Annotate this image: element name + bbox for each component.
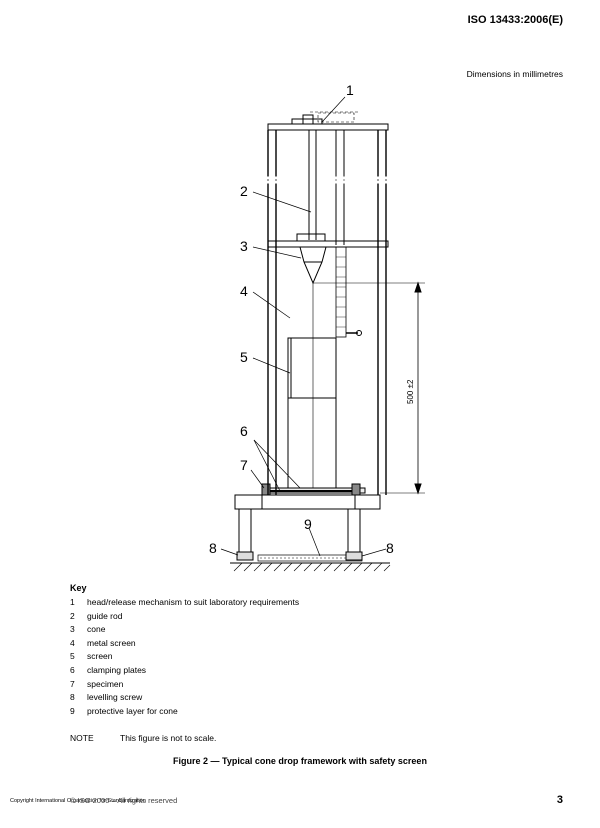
callout-8-right: 8 <box>386 540 394 556</box>
figure-caption: Figure 2 — Typical cone drop framework w… <box>173 756 427 766</box>
footer-copyright: © ISO 2006 – All rights reserved <box>70 796 178 805</box>
dimension-label: 500 ±2 <box>406 379 415 404</box>
dimensions-note: Dimensions in millimetres <box>466 69 563 79</box>
page-number: 3 <box>556 794 563 806</box>
callout-4: 4 <box>240 283 248 299</box>
callout-8-left: 8 <box>209 540 217 556</box>
callout-6: 6 <box>240 423 248 439</box>
note-label: NOTE <box>70 733 94 743</box>
note-text: This figure is not to scale. <box>120 733 217 743</box>
figure-note: NOTE This figure is not to scale. <box>70 733 216 743</box>
document-header: ISO 13433:2006(E) <box>467 14 563 26</box>
callout-1: 1 <box>346 82 354 98</box>
footer-copyright-small: Copyright International Organization for… <box>10 798 146 804</box>
callout-7: 7 <box>240 457 248 473</box>
callout-3: 3 <box>240 238 248 254</box>
callout-2: 2 <box>240 183 248 199</box>
callout-5: 5 <box>240 349 248 365</box>
cone-drop-framework-figure: 1 2 3 4 5 6 7 8 8 9 500 ±2 <box>209 82 425 572</box>
key-title: Key <box>70 583 87 593</box>
callout-9: 9 <box>304 516 312 532</box>
